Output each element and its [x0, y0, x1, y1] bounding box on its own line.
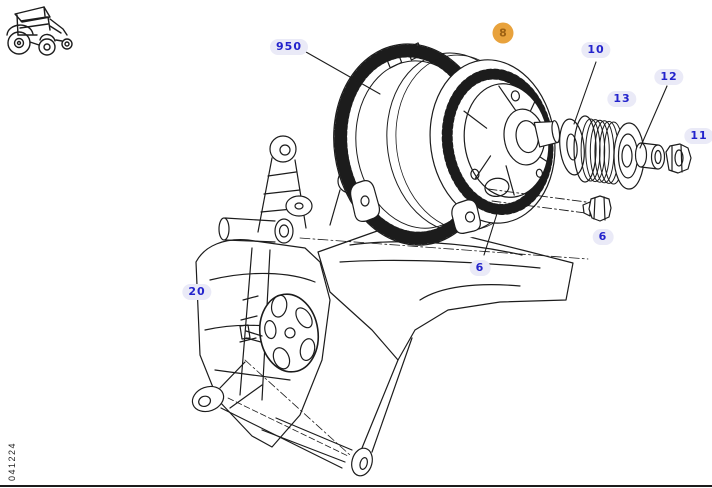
- alternator-figure: [333, 42, 565, 246]
- leader-lines: [305, 51, 668, 256]
- washer-figure: [559, 118, 585, 176]
- bracket-figure: [191, 135, 589, 477]
- callout-6-bolt[interactable]: 6: [592, 229, 614, 245]
- callout-8[interactable]: 8: [492, 22, 514, 44]
- callout-13[interactable]: 13: [607, 91, 637, 107]
- spacer-figure: [634, 142, 666, 170]
- callout-6-mount[interactable]: 6: [469, 260, 491, 276]
- callout-20[interactable]: 20: [182, 284, 212, 300]
- pulley-figure: [573, 115, 645, 190]
- tractor-icon: [6, 6, 73, 56]
- callout-11[interactable]: 11: [684, 128, 712, 144]
- callout-10[interactable]: 10: [581, 42, 611, 58]
- bolt-figure: [487, 188, 612, 222]
- nut-figure: [665, 143, 692, 174]
- bottom-rule: [0, 485, 712, 487]
- drawing-code: 041224: [7, 441, 17, 481]
- callout-950[interactable]: 950: [270, 39, 308, 55]
- callout-12[interactable]: 12: [654, 69, 684, 85]
